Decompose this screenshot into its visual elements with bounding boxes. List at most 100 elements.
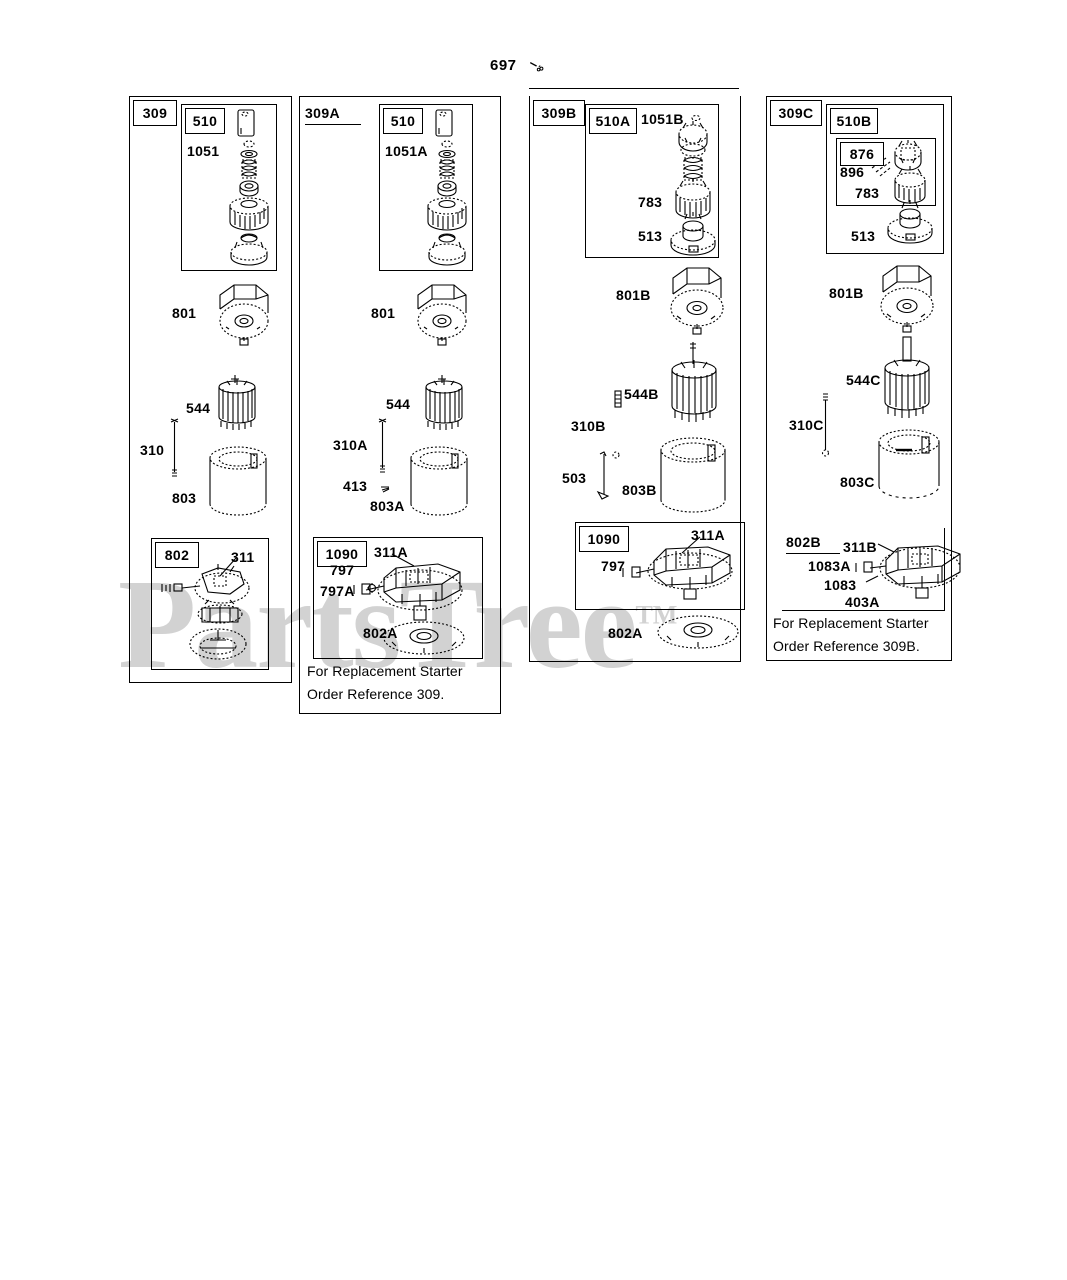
armature-544B-art (663, 340, 725, 424)
panel-309C-note-line2: Order Reference 309B. (773, 638, 920, 654)
subbox-510-a-ref-tag: 510 (383, 108, 423, 134)
subbox-802B-ref-tag: 802B (786, 531, 840, 554)
callout-801: 801 (172, 305, 197, 321)
subbox-510-a-ref-label: 510 (390, 113, 416, 129)
callout-797A-a: 797A (320, 583, 355, 599)
starter-drive-510B-art (871, 140, 936, 246)
callout-311B: 311B (843, 539, 877, 555)
panel-309A-ref-label: 309A (305, 105, 341, 121)
subbox-802B (782, 528, 945, 611)
subbox-876-ref-tag: 876 (840, 142, 884, 166)
callout-311: 311 (231, 549, 255, 565)
callout-801-a: 801 (371, 305, 396, 321)
scissors-mark-icon (530, 60, 546, 72)
subbox-1090-a (313, 537, 483, 659)
armature-544-art (211, 373, 265, 435)
callout-802A-a: 802A (363, 625, 398, 641)
starter-housing-801-a-art (410, 283, 476, 346)
callout-503: 503 (562, 470, 587, 486)
callout-403A: 403A (845, 594, 880, 610)
subbox-1090-a-ref-label: 1090 (325, 546, 359, 562)
washer-413-art (379, 483, 391, 495)
callout-310A: 310A (333, 437, 368, 453)
panel-309B-topline (529, 88, 739, 89)
spring-544B-small-art (614, 390, 622, 408)
callout-801B-b: 801B (616, 287, 651, 303)
callout-803C: 803C (840, 474, 875, 490)
starter-frame-803A-art (408, 446, 470, 518)
panel-309A-ref-tag: 309A (305, 102, 361, 125)
panel-309A-note-line2: Order Reference 309. (307, 686, 445, 702)
page-number: 697 (490, 57, 517, 74)
panel-309-ref-tag: 309 (133, 100, 177, 126)
subbox-1090-a-ref-tag: 1090 (317, 541, 367, 567)
callout-803: 803 (172, 490, 197, 506)
subbox-802-ref-label: 802 (164, 547, 190, 563)
armature-544C-art (876, 336, 938, 422)
panel-309 (129, 96, 292, 683)
callout-783-c: 783 (855, 185, 880, 201)
through-bolt-310-art (168, 416, 182, 482)
subbox-1090-b-ref-label: 1090 (587, 531, 621, 547)
panel-309B-ref-tag: 309B (533, 100, 585, 126)
starter-drive-assembly-a-art (420, 108, 476, 268)
subbox-510B-ref-label: 510B (836, 113, 872, 129)
callout-544-a: 544 (386, 396, 411, 412)
starter-housing-801B-c-art (873, 264, 943, 334)
subbox-876 (836, 138, 936, 206)
starter-drive-assembly-art (222, 108, 278, 268)
callout-310: 310 (140, 442, 165, 458)
panel-309C-note-line1: For Replacement Starter (773, 615, 929, 631)
subbox-1090-b (575, 522, 745, 610)
subbox-510 (181, 104, 277, 271)
brush-end-cap-1090-b-art (622, 535, 742, 605)
panel-309A-note-line1: For Replacement Starter (307, 663, 463, 679)
subbox-510B-ref-tag: 510B (830, 108, 878, 134)
callout-544C: 544C (846, 372, 881, 388)
starter-drive-510A-art (668, 114, 720, 256)
callout-1083A: 1083A (808, 558, 851, 574)
armature-544-a-art (418, 373, 472, 435)
callout-413: 413 (343, 478, 368, 494)
subbox-1090-b-ref-tag: 1090 (579, 526, 629, 552)
panel-309B-ref-label: 309B (541, 105, 577, 121)
panel-309A (299, 96, 501, 714)
callout-544B: 544B (624, 386, 659, 402)
starter-frame-803C-art (874, 428, 944, 508)
callout-797-a: 797 (330, 562, 355, 578)
panel-309C-ref-label: 309C (778, 105, 814, 121)
callout-310B: 310B (571, 418, 606, 434)
panel-309C-ref-tag: 309C (770, 100, 822, 126)
subbox-510A (585, 104, 719, 258)
callout-1051: 1051 (187, 143, 220, 159)
callout-802A-b: 802A (608, 625, 643, 641)
callout-803A: 803A (370, 498, 405, 514)
callout-803B: 803B (622, 482, 657, 498)
panel-309C (766, 96, 952, 661)
subbox-510B (826, 104, 944, 254)
starter-housing-801B-art (663, 266, 733, 336)
subbox-802B-ref-label: 802B (786, 534, 822, 550)
callout-1051B: 1051B (641, 111, 684, 127)
subbox-802 (151, 538, 269, 670)
commutator-end-cap-802-art (160, 557, 264, 662)
callout-310C: 310C (789, 417, 824, 433)
subbox-510-a (379, 104, 473, 271)
subbox-802-ref-tag: 802 (155, 542, 199, 568)
callout-544: 544 (186, 400, 211, 416)
starter-housing-801-art (212, 283, 278, 346)
brush-797A-art (366, 582, 378, 594)
watermark-tm: TM (635, 600, 678, 630)
callout-783-b: 783 (638, 194, 663, 210)
through-bolt-310A-art (376, 416, 390, 478)
callout-896: 896 (840, 164, 865, 180)
panel-309B (529, 96, 741, 662)
callout-311A-a: 311A (374, 544, 408, 560)
brush-end-cap-802B-art (855, 538, 966, 602)
brush-end-cap-1090-a-art (353, 550, 478, 655)
starter-frame-803-art (207, 446, 269, 518)
callout-513-c: 513 (851, 228, 876, 244)
subbox-510-ref-tag: 510 (185, 108, 225, 134)
subbox-510-ref-label: 510 (192, 113, 218, 129)
